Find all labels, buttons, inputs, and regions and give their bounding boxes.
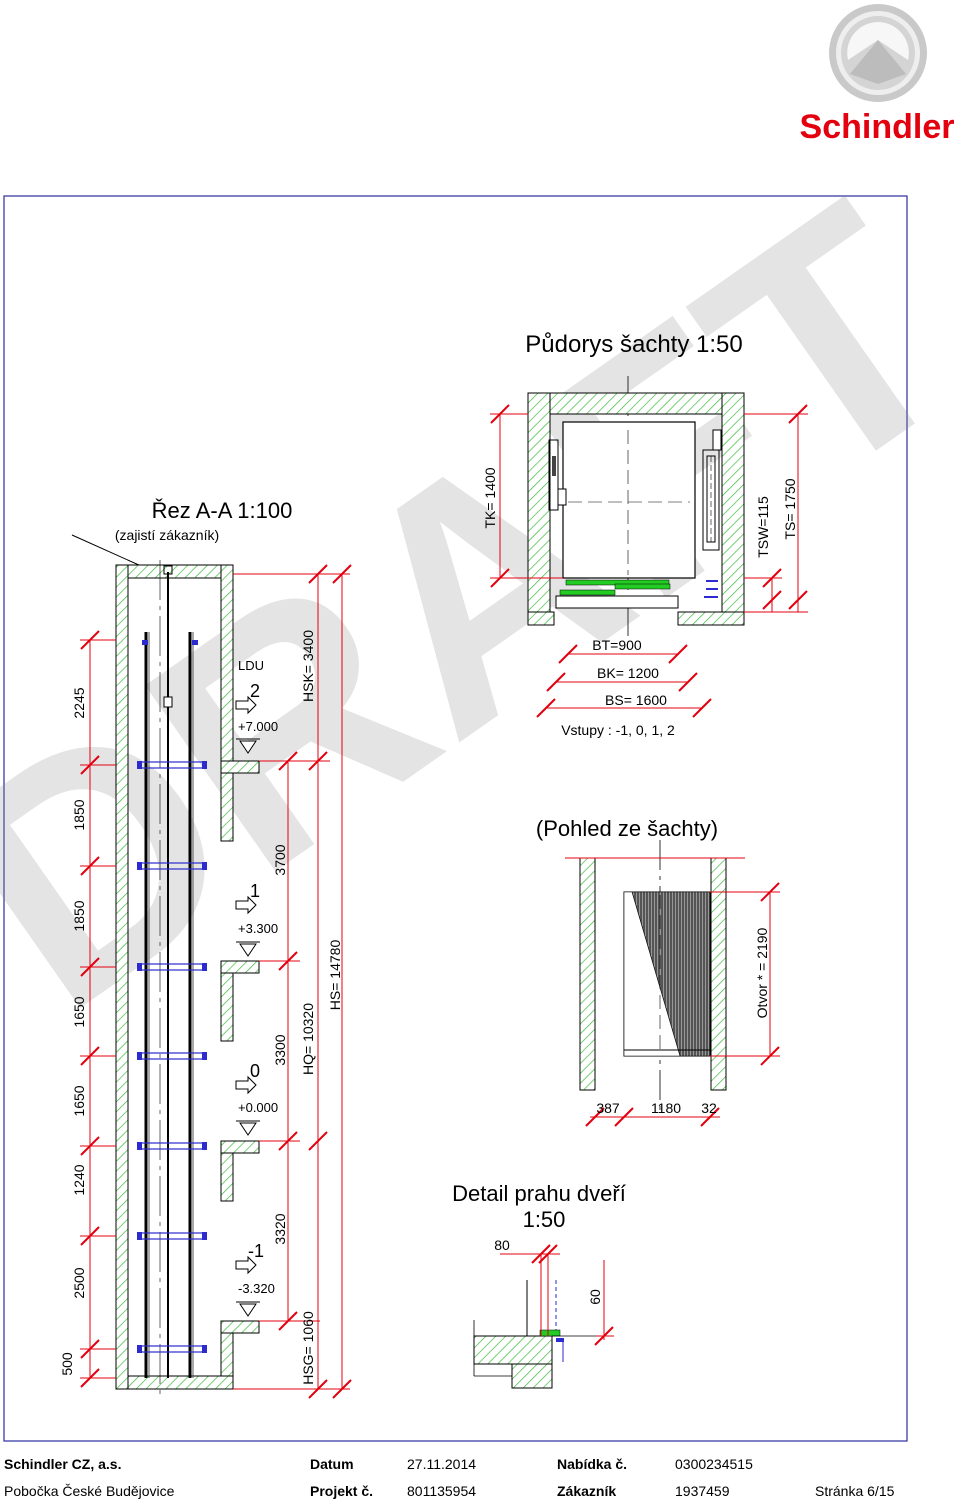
shaft-plan: Půdorys šachty 1:50 [482,331,808,738]
floor-0-number: 0 [250,1061,260,1081]
dim-left-1: 2245 [71,687,87,718]
section-note: (zajistí zákazník) [115,527,219,543]
project-label: Projekt č. [310,1483,374,1499]
offer-value: 0300234515 [675,1456,753,1472]
dim-hq: HQ= 10320 [300,1003,316,1075]
dim-view-2: 1180 [651,1100,681,1116]
branch-name: Pobočka České Budějovice [4,1483,175,1499]
detail-title-line1: Detail prahu dveří [452,1181,626,1206]
dim-ts: TS= 1750 [782,478,798,539]
floor-1-level: +3.300 [238,921,278,936]
dim-bk: BK= 1200 [597,665,659,681]
plan-title: Půdorys šachty 1:50 [525,331,742,358]
dim-left-5: 1650 [71,1085,87,1116]
floor-minus1-number: -1 [248,1241,264,1261]
dim-80: 80 [494,1237,510,1253]
view-from-shaft: (Pohled ze šachty) Otvor * = 2190 387 11… [536,816,780,1127]
dim-60: 60 [587,1289,603,1305]
floor-2-number: 2 [250,681,260,701]
dim-left-3: 1850 [71,900,87,931]
floor-0-level: +0.000 [238,1100,278,1115]
dim-left-2: 1850 [71,799,87,830]
dim-hs: HS= 14780 [327,940,343,1011]
view-title: (Pohled ze šachty) [536,816,718,841]
dim-left-8: 500 [59,1352,75,1376]
draft-watermark: DRAFT [0,134,960,1078]
title-block: Schindler CZ, a.s. Pobočka České Budějov… [0,1448,960,1501]
floor-2-level: +7.000 [238,719,278,734]
customer-value: 1937459 [675,1483,730,1499]
drawing-frame [3,195,908,1442]
watermark-text: DRAFT [0,134,960,1078]
company-name: Schindler CZ, a.s. [4,1456,122,1472]
dim-left-4: 1650 [71,996,87,1027]
floor-ldu-label: LDU [238,658,264,673]
dim-tk: TK= 1400 [482,467,498,528]
page-number: Stránka 6/15 [815,1483,895,1499]
section-title: Řez A-A 1:100 [152,498,293,523]
floor-height-2: 3300 [272,1034,288,1065]
threshold-detail: Detail prahu dveří 1:50 80 60 [452,1181,626,1389]
entries-text: Vstupy : -1, 0, 1, 2 [561,722,675,738]
floor-height-1: 3700 [272,844,288,875]
dim-tsw: TSW=115 [755,496,771,558]
logo-text: Schindler [800,108,955,146]
offer-label: Nabídka č. [557,1456,628,1472]
floor-1-number: 1 [250,881,260,901]
floor-height-3: 3320 [272,1213,288,1244]
floor-minus1-level: -3.320 [238,1281,275,1296]
schindler-logo: Schindler [800,4,955,146]
dim-opening: Otvor * = 2190 [754,927,770,1018]
section-a-a: Řez A-A 1:100 (zajistí zákazník) [59,498,352,1400]
dim-hsk: HSK= 3400 [300,630,316,702]
detail-title-line2: 1:50 [523,1207,566,1232]
dim-view-3: 32 [701,1100,717,1116]
customer-label: Zákazník [557,1483,617,1499]
project-value: 801135954 [407,1483,477,1499]
dim-view-1: 387 [596,1100,620,1116]
dim-bs: BS= 1600 [605,692,667,708]
dim-hsg: HSG= 1060 [300,1311,316,1385]
dim-left-6: 1240 [71,1164,87,1195]
date-value: 27.11.2014 [407,1456,477,1472]
date-label: Datum [310,1456,354,1472]
dim-bt: BT=900 [592,637,642,653]
dim-left-7: 2500 [71,1267,87,1298]
